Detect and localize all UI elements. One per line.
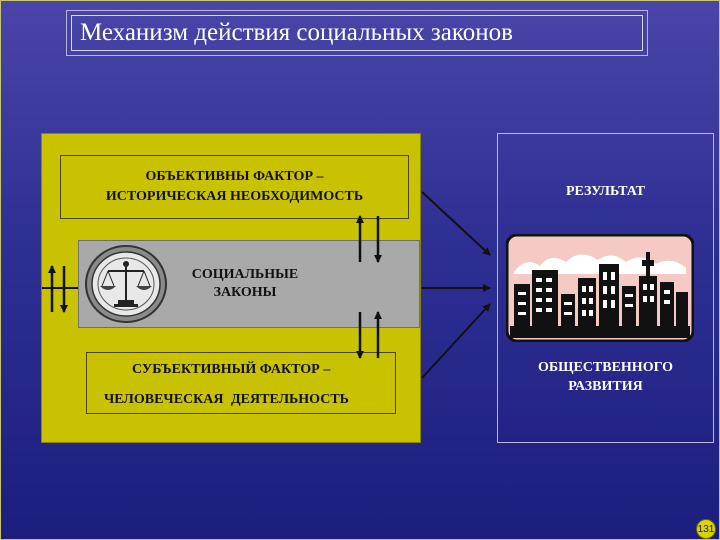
page-number-badge: 131 — [696, 519, 716, 539]
social-laws-line1: СОЦИАЛЬНЫЕ — [191, 267, 299, 282]
scales-of-justice-icon — [85, 245, 167, 323]
arrow-objective-to-result — [421, 191, 491, 256]
social-development-line2: РАЗВИТИЯ — [568, 379, 643, 394]
arrow-subjective-to-result — [421, 303, 491, 379]
objective-factor-line2: ИСТОРИЧЕСКАЯ НЕОБХОДИМОСТЬ — [105, 189, 364, 204]
result-label: РЕЗУЛЬТАТ — [565, 184, 646, 199]
top-double-arrow — [356, 215, 382, 263]
slide-title: Механизм действия социальных законов — [71, 15, 643, 51]
objective-factor-line1: ОБЪЕКТИВНЫ ФАКТОР – — [145, 169, 324, 184]
title-frame: Механизм действия социальных законов — [66, 10, 648, 56]
social-development-line1: ОБЩЕСТВЕННОГО — [537, 360, 674, 375]
left-double-arrow — [42, 265, 78, 313]
social-laws-line2: ЗАКОНЫ — [213, 285, 277, 300]
subjective-factor-line2: ЧЕЛОВЕЧЕСКАЯ ДЕЯТЕЛЬНОСТЬ — [104, 392, 349, 407]
city-skyline-icon — [506, 234, 694, 342]
social-laws-label: СОЦИАЛЬНЫЕ ЗАКОНЫ — [180, 266, 310, 302]
social-development-label: ОБЩЕСТВЕННОГО РАЗВИТИЯ — [497, 358, 714, 396]
subjective-factor-line1: СУБЪЕКТИВНЫЙ ФАКТОР – — [132, 362, 331, 377]
objective-factor-box: ОБЪЕКТИВНЫ ФАКТОР – ИСТОРИЧЕСКАЯ НЕОБХОД… — [60, 155, 409, 219]
subjective-factor-box — [86, 352, 396, 414]
result-box — [497, 133, 714, 443]
bottom-double-arrow — [356, 311, 382, 359]
